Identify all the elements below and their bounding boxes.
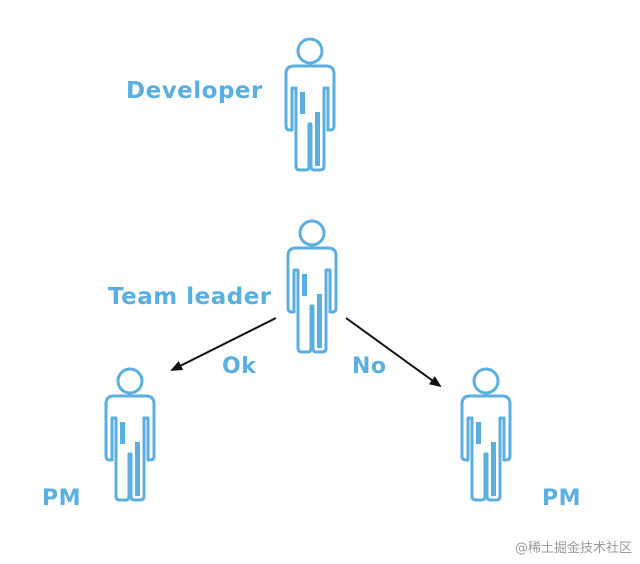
team-leader-person-icon	[286, 219, 338, 354]
person-head	[116, 367, 144, 395]
person-body	[284, 64, 336, 172]
person-torso-accent	[476, 422, 481, 444]
person-body	[286, 246, 338, 354]
no-decision-label: No	[352, 354, 387, 379]
ok-decision-label: Ok	[222, 354, 257, 379]
person-torso-accent	[120, 422, 125, 444]
person-leg-accent	[317, 294, 322, 348]
team-leader-label: Team leader	[108, 284, 272, 310]
pm-right-label: PM	[542, 486, 582, 511]
arrow-no-icon	[345, 317, 442, 388]
person-leg-accent	[315, 112, 320, 166]
developer-label: Developer	[126, 78, 263, 104]
person-head	[298, 219, 326, 247]
person-torso-accent	[302, 274, 307, 296]
person-body	[460, 394, 512, 502]
arrow-ok-icon	[170, 317, 277, 371]
person-leg-accent	[135, 442, 140, 496]
person-leg-accent	[491, 442, 496, 496]
person-head	[296, 37, 324, 65]
person-torso-accent	[300, 92, 305, 114]
watermark-text: @稀土掘金技术社区	[514, 541, 632, 556]
person-head	[472, 367, 500, 395]
pm-left-label: PM	[42, 486, 82, 511]
pm-left-person-icon	[104, 367, 156, 502]
person-body	[104, 394, 156, 502]
developer-person-icon	[284, 37, 336, 172]
pm-right-person-icon	[460, 367, 512, 502]
